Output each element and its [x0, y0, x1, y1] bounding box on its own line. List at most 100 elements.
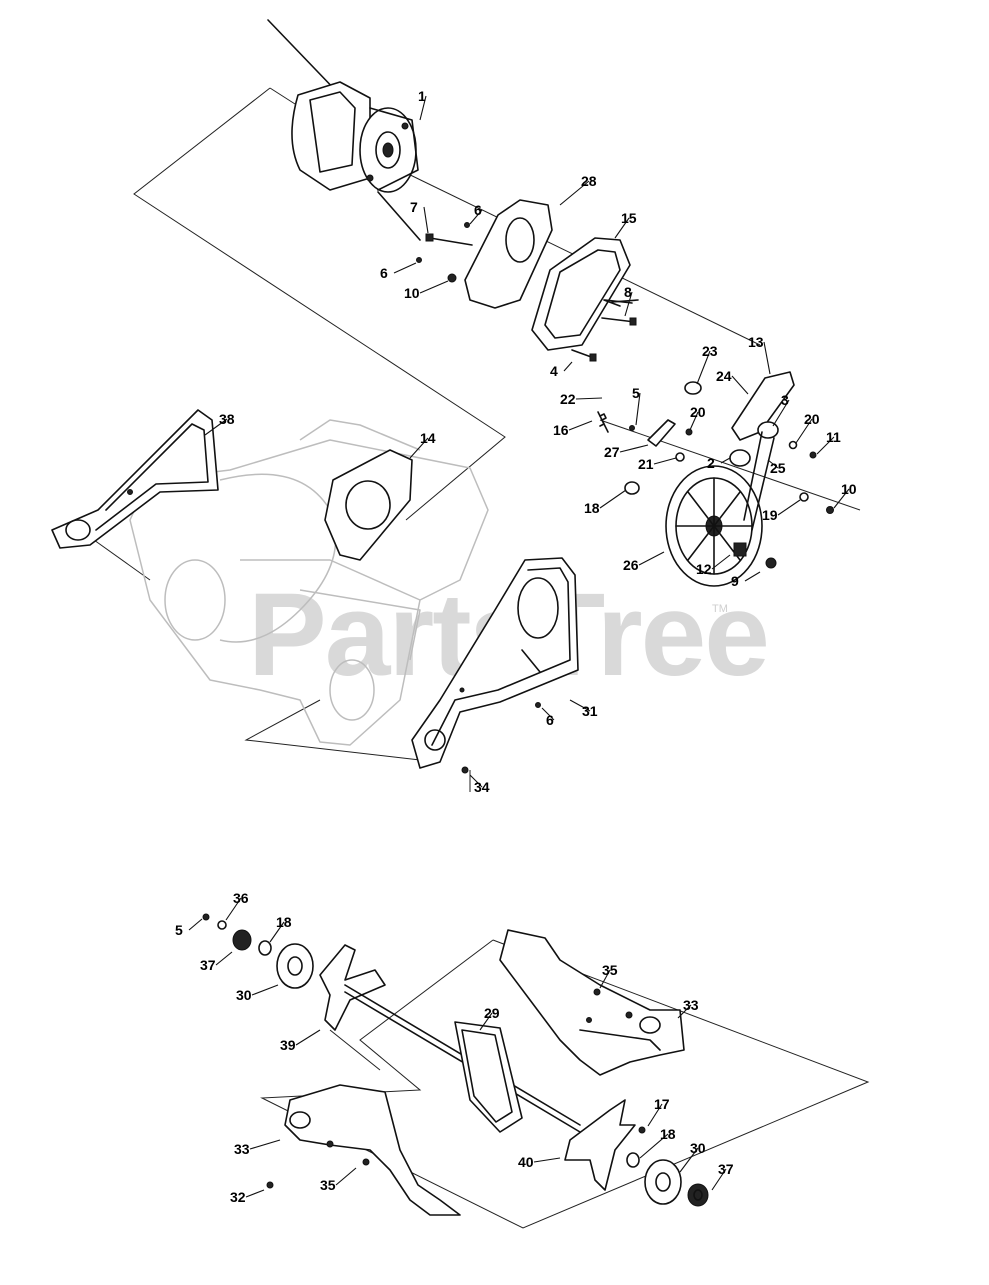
callout-leader-c37b — [711, 1168, 727, 1191]
callout-leader-c34 — [469, 774, 483, 788]
callout-leader-c28 — [559, 180, 590, 206]
callout-label-c20a: 20 — [690, 404, 706, 420]
callout-leader-c33a — [677, 1004, 692, 1019]
part-2-pulley — [729, 449, 751, 467]
callout-label-c21: 21 — [638, 456, 654, 472]
callout-leader-c30a — [251, 984, 279, 996]
callout-label-c40: 40 — [518, 1154, 534, 1170]
callout-label-c31: 31 — [582, 703, 598, 719]
part-30-flange — [276, 943, 314, 989]
part-21-washer — [675, 452, 685, 462]
part-18-washer — [624, 481, 640, 495]
callout-leader-c18b — [269, 921, 285, 943]
callout-label-c3: 3 — [781, 392, 789, 408]
callout-label-c16: 16 — [553, 422, 569, 438]
callout-label-c33a: 33 — [683, 997, 699, 1013]
lower-assembly-frame — [260, 939, 870, 1229]
callout-leader-c11 — [816, 436, 835, 455]
part-29-gasket — [454, 1021, 523, 1133]
callout-label-c4: 4 — [550, 363, 558, 379]
callout-label-c12: 12 — [696, 561, 712, 577]
part-40-impeller — [564, 1099, 636, 1191]
callout-leader-c29 — [479, 1012, 493, 1031]
callout-label-c7: 7 — [410, 199, 418, 215]
part-15-belt-cover — [531, 237, 631, 351]
callout-label-c6a: 6 — [474, 202, 482, 218]
callout-leader-c36 — [225, 897, 242, 921]
callout-label-c28: 28 — [581, 173, 597, 189]
part-39-impeller — [319, 944, 386, 1031]
callout-label-c18c: 18 — [660, 1126, 676, 1142]
callout-leader-c19 — [777, 499, 801, 516]
callout-leader-c20a — [689, 411, 699, 431]
callout-leader-c35b — [335, 1167, 357, 1186]
callout-label-c39: 39 — [280, 1037, 296, 1053]
part-22-shoulder-bolt — [611, 299, 639, 303]
callout-label-c32: 32 — [230, 1189, 246, 1205]
callout-leader-c17 — [647, 1103, 663, 1127]
callout-label-c38: 38 — [219, 411, 235, 427]
callout-label-c36: 36 — [233, 890, 249, 906]
callout-label-c15: 15 — [621, 210, 637, 226]
callout-label-c17: 17 — [654, 1096, 670, 1112]
callout-leader-c25 — [767, 459, 779, 469]
callout-label-c24: 24 — [716, 368, 732, 384]
callout-leader-c37a — [215, 951, 233, 966]
callout-label-c1: 1 — [418, 88, 426, 104]
part-33-spiral-left — [284, 1084, 461, 1216]
callout-leader-c4 — [563, 361, 573, 372]
callout-leader-c32 — [245, 1189, 265, 1198]
callout-label-c18b: 18 — [276, 914, 292, 930]
watermark-trademark: TM — [712, 603, 728, 615]
drive-pulley-assembly — [597, 299, 834, 587]
callout-leader-c20b — [795, 418, 813, 444]
callout-label-c33b: 33 — [234, 1141, 250, 1157]
callout-leader-c5b — [188, 918, 203, 931]
auger-assembly — [202, 913, 709, 1216]
callout-label-c37b: 37 — [718, 1161, 734, 1177]
frame-line — [599, 419, 861, 511]
callout-leader-c2 — [720, 457, 731, 464]
part-38-side-plate — [51, 409, 219, 549]
callout-leader-c6c — [541, 707, 555, 721]
callout-leader-c35a — [599, 969, 611, 989]
mid-frame — [244, 699, 421, 761]
callout-label-c22: 22 — [560, 391, 576, 407]
hardware-upper — [416, 222, 637, 362]
callout-leader-c5a — [635, 392, 641, 426]
frame-line — [93, 539, 151, 581]
callout-label-c14: 14 — [420, 430, 436, 446]
callout-leader-c31 — [569, 699, 591, 712]
callout-label-c8: 8 — [624, 284, 632, 300]
callout-leader-c12 — [711, 554, 731, 570]
part-30-flange-right — [644, 1159, 682, 1205]
callout-leader-c7 — [423, 206, 429, 234]
callout-label-c26: 26 — [623, 557, 639, 573]
part-14-bearing-plate — [324, 449, 413, 561]
callout-leader-c24 — [731, 375, 749, 395]
callout-label-c5b: 5 — [175, 922, 183, 938]
auger-housing-outline — [129, 419, 489, 746]
callout-leader-c1 — [419, 95, 427, 121]
part-27-bracket — [647, 419, 676, 447]
callout-label-c10b: 10 — [841, 481, 857, 497]
callout-leader-c38 — [204, 418, 228, 436]
part-9-nut — [765, 557, 777, 569]
callout-leader-c22 — [575, 397, 603, 400]
callout-leader-c8 — [624, 291, 633, 317]
callout-label-c27: 27 — [604, 444, 620, 460]
callout-leader-c40 — [533, 1157, 561, 1163]
callout-leader-c39 — [295, 1029, 321, 1046]
callout-leader-c14 — [409, 437, 429, 459]
callout-label-c29: 29 — [484, 1005, 500, 1021]
callout-leader-c6b — [393, 262, 417, 274]
callout-leader-c18c — [639, 1133, 669, 1159]
callout-leader-c10b — [833, 488, 850, 509]
callout-leader-c3 — [772, 399, 790, 427]
callout-leader-c27 — [619, 444, 649, 453]
callout-label-c25: 25 — [770, 460, 786, 476]
callout-leader-c21 — [653, 457, 677, 465]
